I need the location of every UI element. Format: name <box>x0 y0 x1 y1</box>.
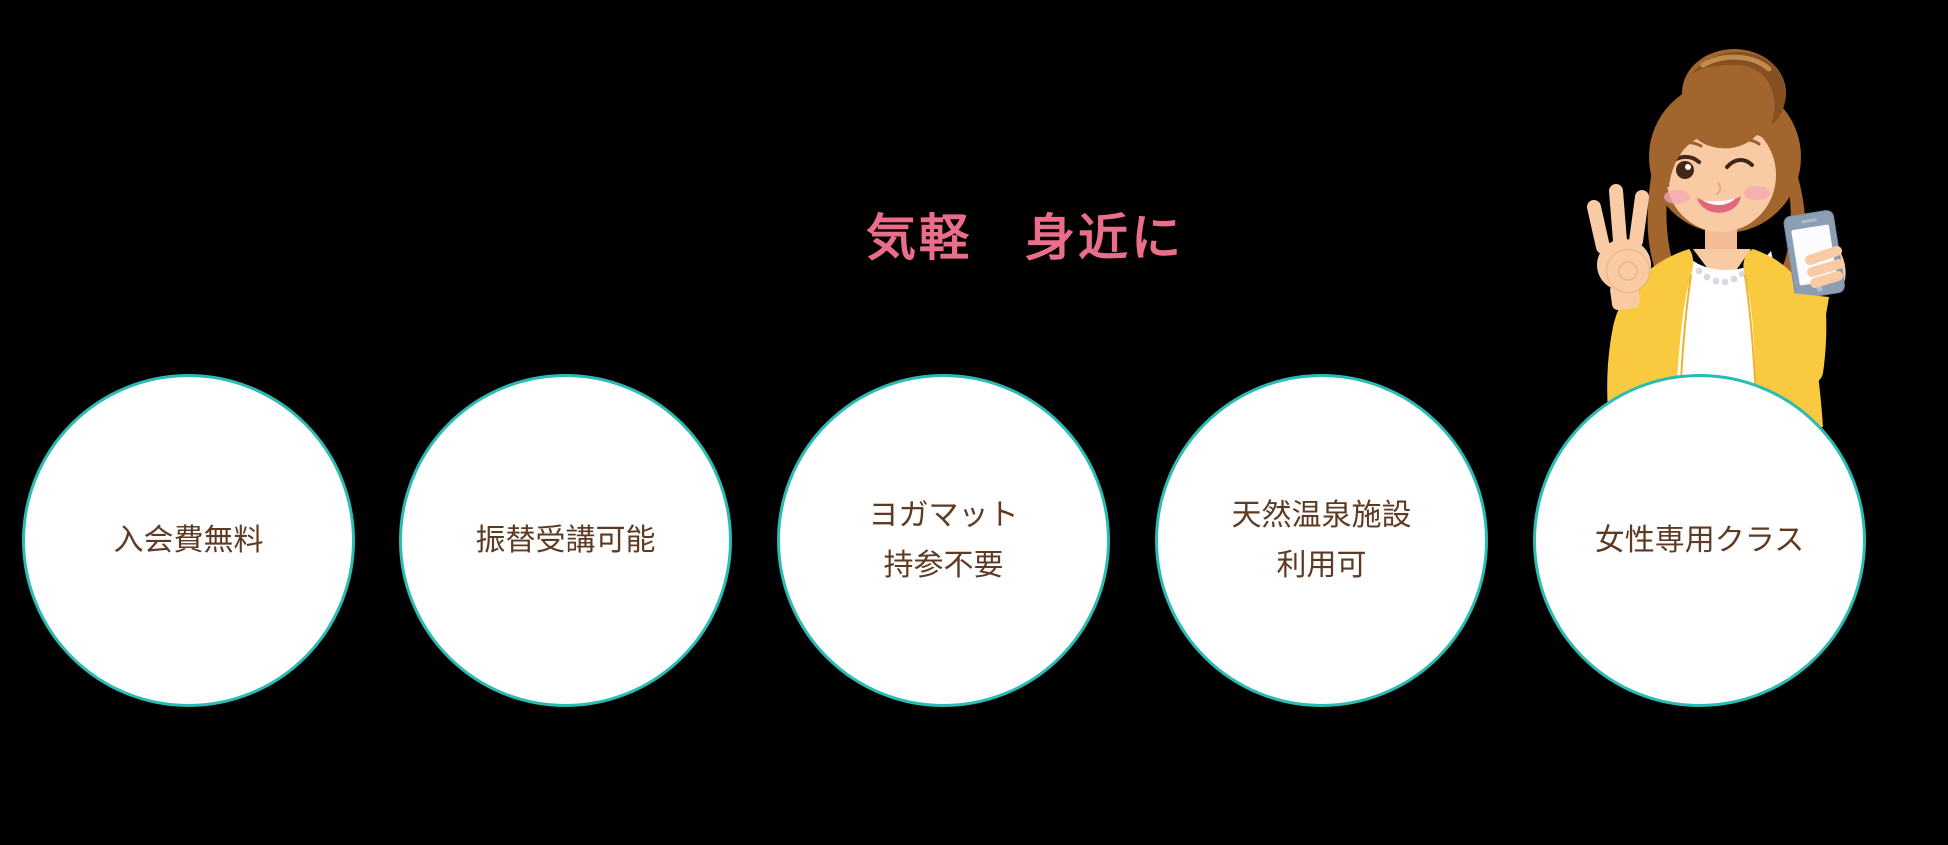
ok-hand-gesture <box>1587 184 1651 311</box>
feature-line: ヨガマット <box>868 498 1019 532</box>
phone-hand-fingers <box>1805 246 1844 288</box>
catchphrase-heading: 気軽 身近に <box>866 210 1184 266</box>
nose <box>1716 182 1722 195</box>
wink-eye <box>1725 158 1754 169</box>
feature-line: 女性専用クラス <box>1594 523 1805 557</box>
face <box>1664 118 1776 232</box>
phone-arm <box>1783 210 1846 386</box>
chest <box>1693 249 1751 289</box>
feature-line: 天然温泉施設 <box>1231 498 1412 532</box>
feature-circle-women-only: 女性専用クラス <box>1533 374 1866 707</box>
feature-circle-free-enrollment: 入会費無料 <box>22 374 355 707</box>
feature-line: 利用可 <box>1276 548 1367 582</box>
feature-circle-hot-spring: 天然温泉施設 利用可 <box>1155 374 1488 707</box>
feature-circle-makeup-classes: 振替受講可能 <box>399 374 732 707</box>
bangs <box>1664 103 1791 187</box>
feature-line: 持参不要 <box>883 548 1004 582</box>
feature-line: 振替受講可能 <box>475 523 656 557</box>
woman-ok-gesture-smartphone-illustration <box>1587 49 1846 427</box>
smiling-mouth <box>1697 196 1741 213</box>
feature-circle-no-yoga-mat: ヨガマット 持参不要 <box>777 374 1110 707</box>
feature-line: 入会費無料 <box>113 523 264 557</box>
